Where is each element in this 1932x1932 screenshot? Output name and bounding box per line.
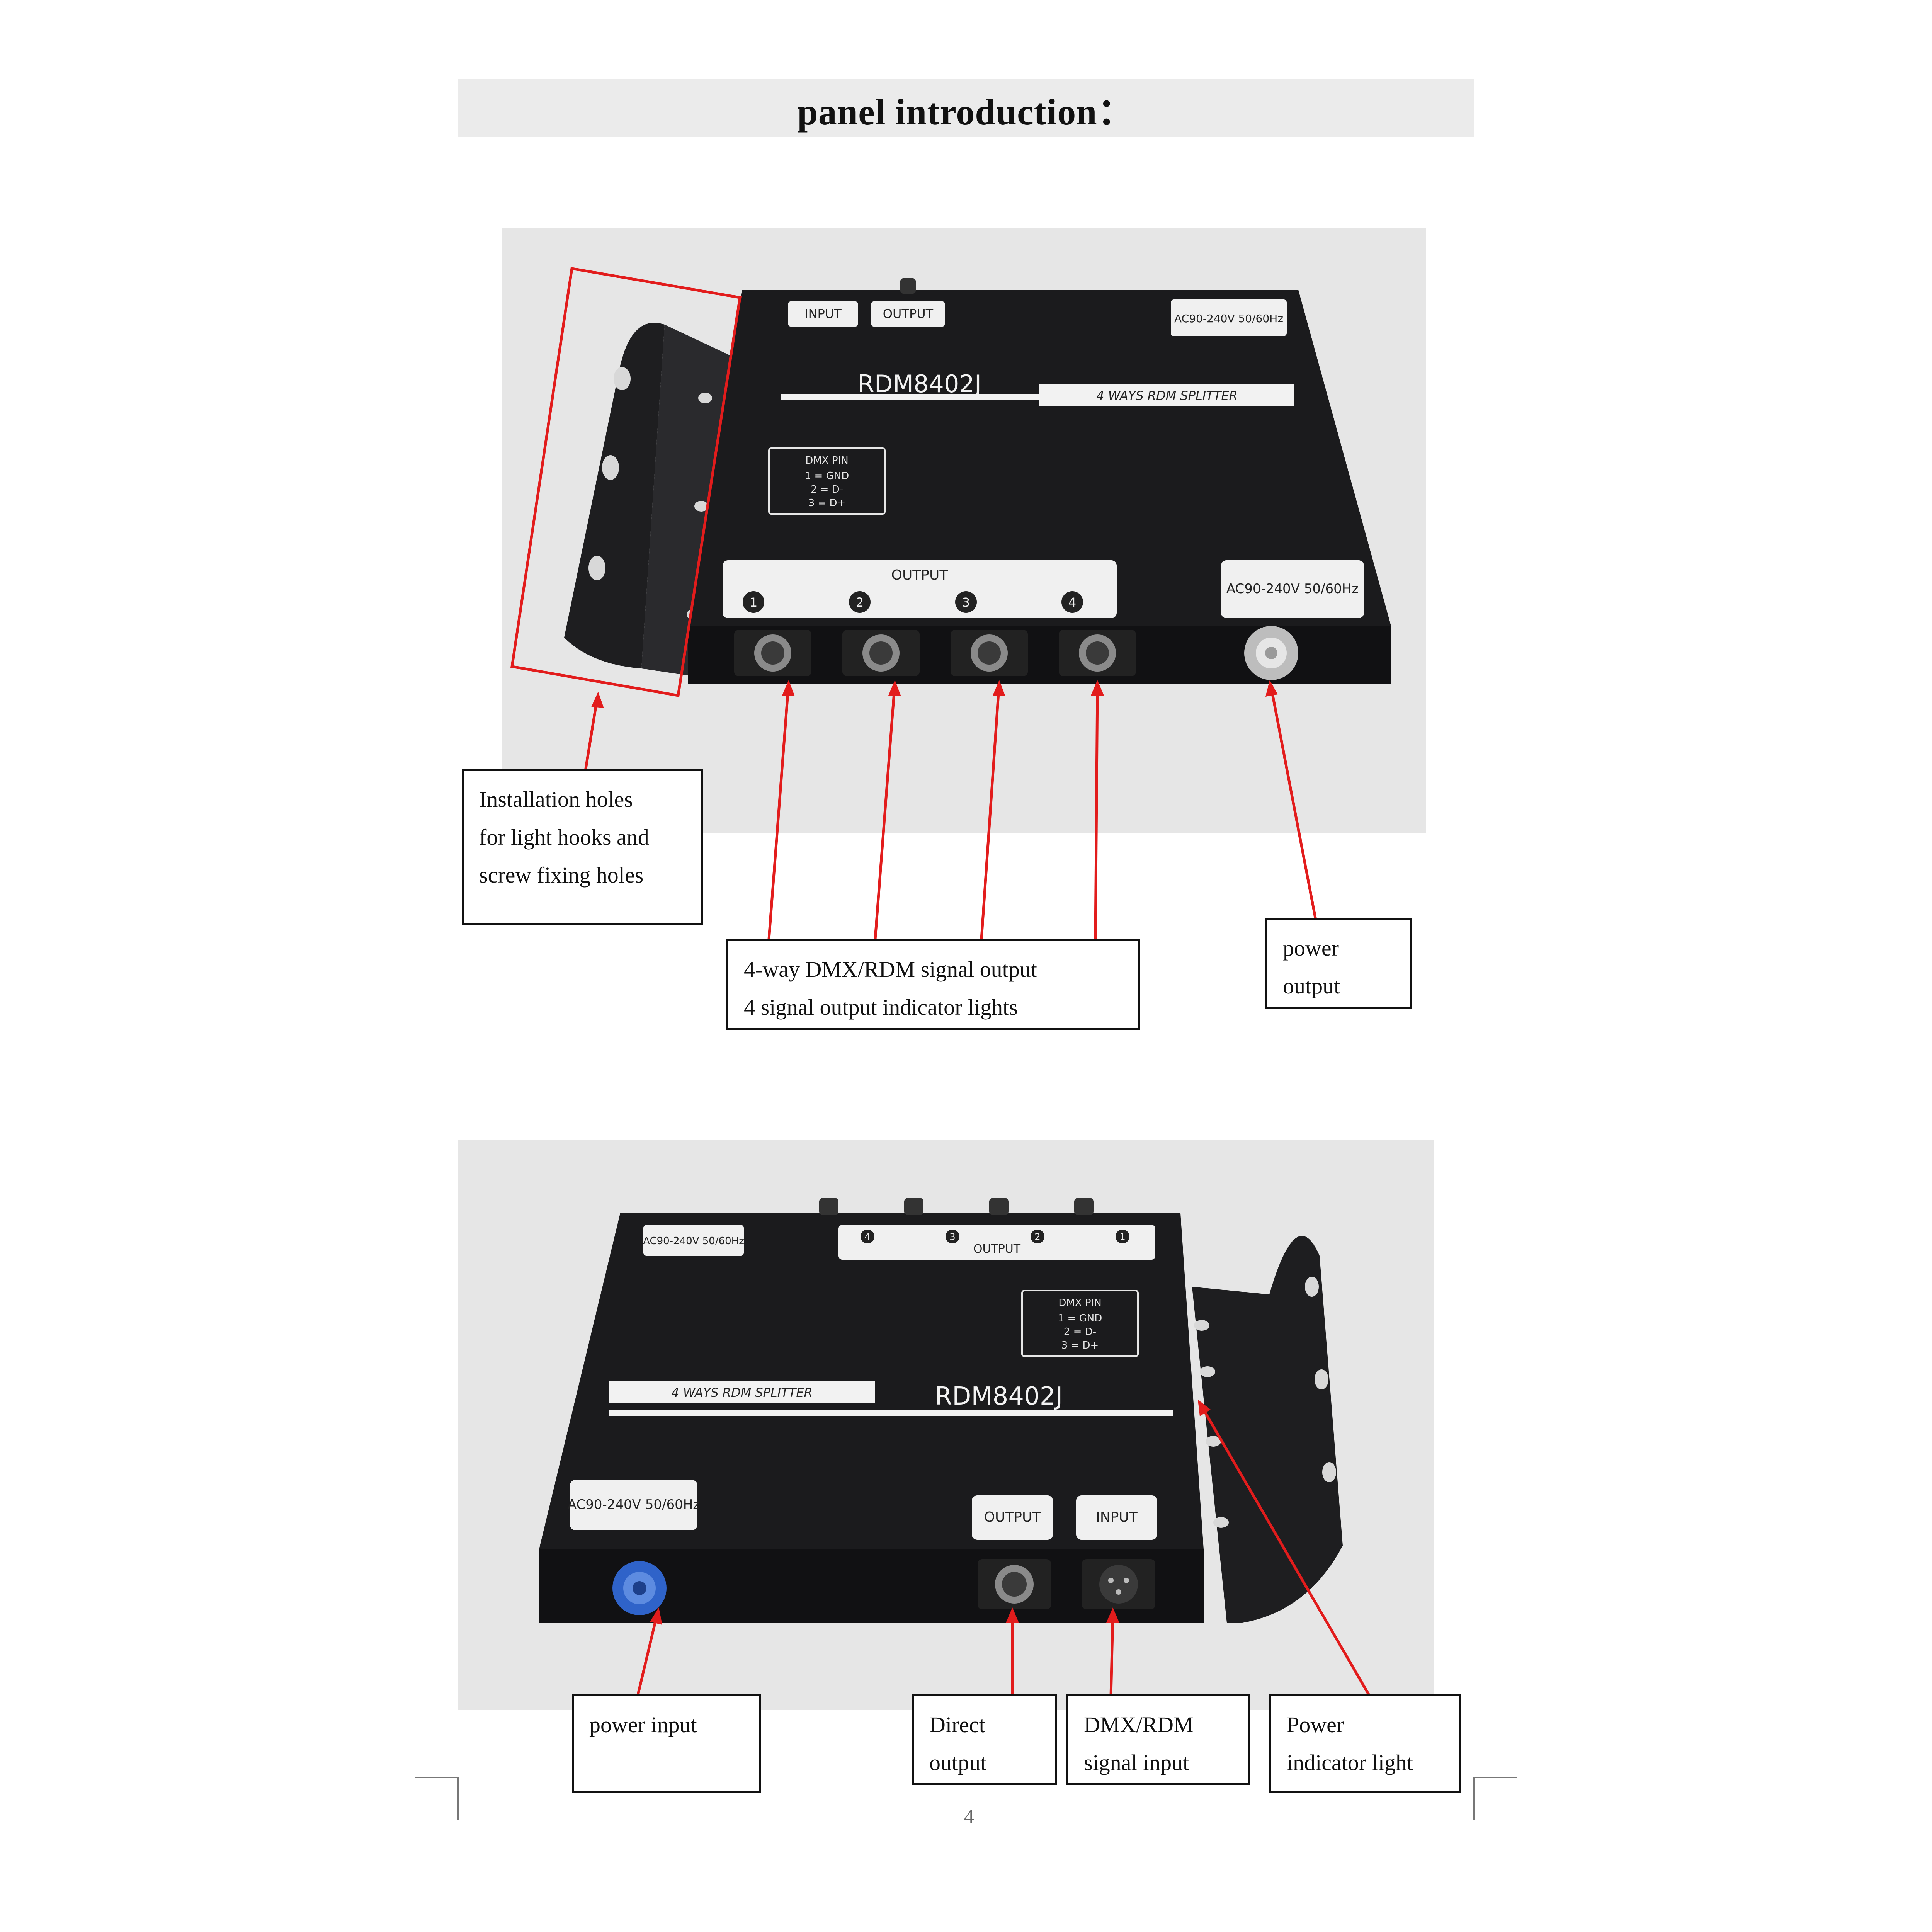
bottom-power-input-connector: [612, 1561, 667, 1615]
top-rear-voltage-label: AC90-240V 50/60Hz: [1174, 312, 1283, 325]
bottom-front-input-label: INPUT: [1096, 1509, 1138, 1525]
callout-power-input: power input: [572, 1694, 761, 1793]
top-dmx-pin-title: DMX PIN: [805, 455, 848, 466]
top-dmx-pin-line: 2 = D-: [811, 484, 843, 495]
top-device-body: [688, 290, 1391, 626]
top-mounting-bracket: [564, 323, 665, 668]
top-device-model: RDM8402J: [858, 370, 981, 398]
callout-installation-holes: Installation holes for light hooks and s…: [462, 769, 703, 925]
bottom-dmx-pin-title: DMX PIN: [1058, 1297, 1101, 1309]
page-title: panel introduction：: [797, 91, 1135, 133]
bottom-dmx-pin-line: 2 = D-: [1064, 1326, 1096, 1338]
top-xlr-output-connector: [1059, 630, 1136, 676]
bottom-mounting-bracket: [1192, 1236, 1343, 1623]
bottom-dmx-pin-line: 3 = D+: [1061, 1340, 1099, 1351]
top-dmx-pin-line: 1 = GND: [805, 470, 849, 482]
bottom-dmx-pin-line: 1 = GND: [1058, 1313, 1102, 1324]
bottom-product-photo: AC90-240V 50/60Hz OUTPUT 4 3 2 1 DMX PIN…: [458, 1140, 1434, 1710]
bottom-output-number: 2: [1034, 1231, 1040, 1242]
top-xlr-output-connector: [734, 630, 811, 676]
top-front-voltage-label: AC90-240V 50/60Hz: [1226, 581, 1359, 597]
top-rear-input-label: INPUT: [804, 306, 842, 321]
bottom-front-voltage-label: AC90-240V 50/60Hz: [568, 1497, 700, 1512]
callout-dmx-output: 4-way DMX/RDM signal output 4 signal out…: [726, 939, 1140, 1030]
bottom-direct-output-connector: [978, 1559, 1051, 1609]
top-rear-output-label: OUTPUT: [883, 306, 934, 321]
bottom-output-group-label: OUTPUT: [973, 1242, 1021, 1256]
top-power-output-connector: [1244, 626, 1298, 680]
top-dmx-pin-line: 3 = D+: [808, 497, 846, 509]
bottom-output-number: 1: [1119, 1231, 1125, 1242]
callout-power-output: power output: [1265, 918, 1412, 1009]
page-number: 4: [964, 1805, 975, 1828]
bottom-device-model: RDM8402J: [935, 1382, 1063, 1411]
bottom-output-number: 4: [864, 1231, 870, 1242]
bottom-front-output-label: OUTPUT: [984, 1509, 1041, 1525]
top-output-group-label: OUTPUT: [891, 567, 949, 583]
top-device-subtitle: 4 WAYS RDM SPLITTER: [1096, 388, 1238, 403]
page-title-bar: panel introduction：: [458, 79, 1474, 137]
bottom-rear-voltage-label: AC90-240V 50/60Hz: [643, 1235, 744, 1247]
top-xlr-output-connector: [842, 630, 920, 676]
top-output-number: 4: [1068, 595, 1076, 610]
bottom-dmx-input-connector: [1082, 1559, 1155, 1609]
top-output-number: 3: [962, 595, 970, 610]
top-xlr-output-connector: [951, 630, 1028, 676]
installation-holes-highlight-box: [510, 267, 742, 697]
top-output-number: 2: [856, 595, 864, 610]
top-output-number: 1: [750, 595, 757, 610]
bottom-device-illustration: AC90-240V 50/60Hz OUTPUT 4 3 2 1 DMX PIN…: [539, 1198, 1343, 1623]
bottom-device-subtitle: 4 WAYS RDM SPLITTER: [671, 1385, 813, 1400]
callout-direct-output: Direct output: [912, 1694, 1057, 1785]
top-device-illustration: INPUT OUTPUT AC90-240V 50/60Hz 4 WAYS RD…: [564, 278, 1391, 684]
callout-dmx-input: DMX/RDM signal input: [1066, 1694, 1250, 1785]
top-product-photo: INPUT OUTPUT AC90-240V 50/60Hz 4 WAYS RD…: [502, 228, 1426, 833]
bottom-output-number: 3: [949, 1231, 955, 1242]
callout-power-indicator: Power indicator light: [1269, 1694, 1461, 1793]
